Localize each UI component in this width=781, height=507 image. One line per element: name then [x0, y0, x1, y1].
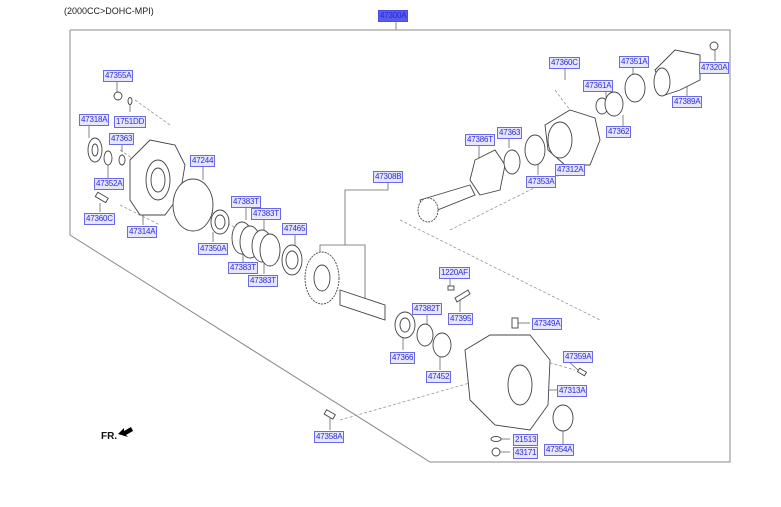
part-plug-47359A: [576, 367, 588, 377]
part-tag[interactable]: 47353A: [526, 176, 557, 188]
part-tag[interactable]: 47361A: [583, 80, 614, 92]
part-tag[interactable]: 47354A: [544, 444, 575, 456]
part-tag[interactable]: 47320A: [699, 62, 730, 74]
part-tag[interactable]: 47395: [448, 313, 474, 325]
part-tag[interactable]: 47386T: [465, 134, 495, 146]
part-tag[interactable]: 1751DD: [114, 116, 147, 128]
part-bearing-47363: [503, 149, 521, 175]
part-sensor-47349A: [511, 317, 519, 329]
part-tag[interactable]: 47314A: [127, 226, 158, 238]
part-tag[interactable]: 47360C: [549, 57, 580, 69]
part-tag[interactable]: 47244: [190, 155, 216, 167]
part-oring-47353A: [524, 134, 546, 166]
frame-outline: [69, 29, 731, 463]
part-seal-47351A: [624, 73, 646, 103]
part-washer-21513: [490, 436, 502, 442]
part-tag[interactable]: 47363: [109, 133, 135, 145]
part-oring-47354A: [552, 404, 574, 432]
part-nut-47355A: [113, 91, 123, 101]
part-bolt-47358A: [323, 409, 336, 420]
part-tag[interactable]: 47362: [606, 126, 632, 138]
assembly-tag[interactable]: 47300A: [378, 10, 409, 22]
part-tag[interactable]: 47351A: [619, 56, 650, 68]
part-tag[interactable]: 47382T: [412, 303, 442, 315]
part-plate-47395: [454, 289, 471, 303]
part-seal-47352A: [103, 150, 113, 166]
part-tag[interactable]: 21513: [513, 434, 539, 446]
part-tag[interactable]: 47349A: [532, 318, 563, 330]
part-bolt-1220AF: [447, 285, 455, 291]
part-tag[interactable]: 43171: [513, 447, 539, 459]
part-ring-47363: [118, 154, 126, 166]
part-tag[interactable]: 47313A: [557, 385, 588, 397]
part-tag[interactable]: 47363: [497, 127, 523, 139]
part-washer-1751DD: [127, 97, 133, 105]
part-pinion-shaft: [339, 289, 386, 321]
part-tag[interactable]: 47383T: [251, 208, 281, 220]
front-direction-label: FR.: [101, 431, 118, 442]
part-tag[interactable]: 47366: [390, 352, 416, 364]
part-tag[interactable]: 47352A: [94, 178, 125, 190]
front-arrow-icon: [118, 427, 133, 437]
part-nut-47320A: [709, 41, 719, 51]
part-plug-43171: [491, 447, 501, 457]
part-tag[interactable]: 47465: [282, 223, 308, 235]
part-tag[interactable]: 47355A: [103, 70, 134, 82]
diagram-subtitle: (2000CC>DOHC-MPI): [64, 6, 154, 16]
part-tag[interactable]: 47383T: [231, 196, 261, 208]
part-seal-47452: [432, 332, 452, 358]
part-tag[interactable]: 47312A: [555, 164, 586, 176]
part-tag[interactable]: 47318A: [79, 114, 110, 126]
part-gasket-47386T: [469, 149, 506, 196]
part-tag[interactable]: 47350A: [198, 243, 229, 255]
part-oring-47244: [172, 178, 214, 232]
part-tag[interactable]: 47383T: [228, 262, 258, 274]
part-tag[interactable]: 47383T: [248, 275, 278, 287]
part-tag[interactable]: 47452: [426, 371, 452, 383]
part-bolt-47360C-left: [94, 191, 109, 204]
part-tag[interactable]: 47389A: [672, 96, 703, 108]
part-tag[interactable]: 47358A: [314, 431, 345, 443]
part-tag[interactable]: 47360C: [84, 213, 115, 225]
part-tag[interactable]: 47308B: [373, 171, 404, 183]
part-bearing-47362: [604, 91, 624, 117]
part-tag[interactable]: 1220AF: [439, 267, 470, 279]
part-tag[interactable]: 47359A: [563, 351, 594, 363]
part-case-47313A: [464, 334, 551, 431]
part-oring-47382T: [416, 323, 434, 347]
